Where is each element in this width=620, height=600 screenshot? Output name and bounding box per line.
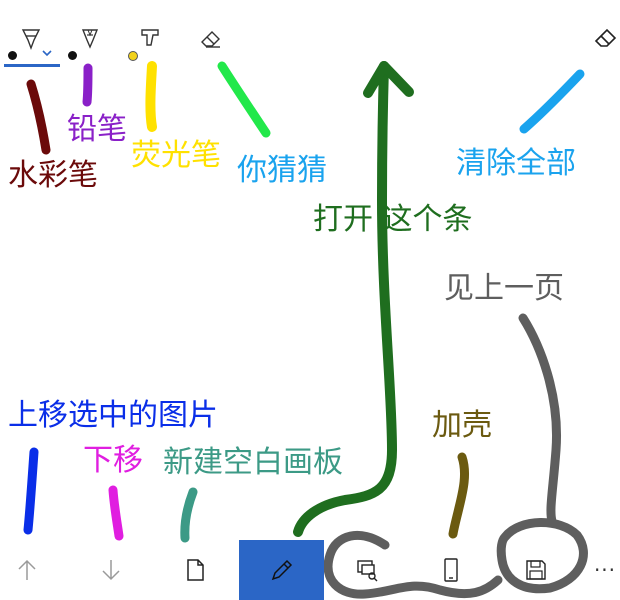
watercolor-pen-tool[interactable] xyxy=(18,26,44,52)
move-down-stroke xyxy=(108,485,124,541)
phone-icon xyxy=(444,558,458,582)
highlighter-label: 荧光笔 xyxy=(131,138,221,173)
open-bar-label: 打开 这个条 xyxy=(313,202,473,237)
move-up-label: 上移选中的图片 xyxy=(8,398,218,433)
more-icon: ··· xyxy=(593,558,617,582)
pencil-label: 铅笔 xyxy=(67,112,127,147)
clear-all-button[interactable] xyxy=(592,24,620,52)
pen-button[interactable] xyxy=(239,540,324,600)
pencil-stroke xyxy=(82,63,93,107)
previous-page-label: 见上一页 xyxy=(444,271,564,306)
new-board-button[interactable] xyxy=(168,540,222,600)
clear-all-stroke xyxy=(519,69,585,134)
chevron-down-icon[interactable] xyxy=(41,48,53,58)
watercolor-label: 水彩笔 xyxy=(8,158,98,193)
highlighter-color-dot xyxy=(128,51,138,61)
highlighter-stroke xyxy=(145,61,157,132)
more-button[interactable]: ··· xyxy=(590,540,620,600)
add-shell-stroke xyxy=(448,452,469,539)
clear-all-label: 清除全部 xyxy=(456,146,576,181)
eraser-label: 你猜猜 xyxy=(237,153,327,188)
move-up-stroke xyxy=(23,447,39,535)
pencil-color-dot xyxy=(68,51,77,60)
selected-tool-indicator xyxy=(4,64,60,67)
pen-icon xyxy=(271,559,292,581)
arrow-down-icon xyxy=(102,560,120,581)
new-page-icon xyxy=(187,559,204,581)
eraser-icon xyxy=(594,28,617,47)
previous-page-stroke xyxy=(518,313,562,526)
image-search-button[interactable] xyxy=(340,540,394,600)
add-shell-button[interactable] xyxy=(424,540,478,600)
save-button[interactable] xyxy=(509,540,563,600)
move-up-button[interactable] xyxy=(0,540,54,600)
pencil-icon xyxy=(81,29,99,49)
new-board-label: 新建空白画板 xyxy=(163,445,343,480)
eraser-stroke xyxy=(217,61,271,138)
watercolor-pen-icon xyxy=(21,29,41,50)
add-shell-label: 加壳 xyxy=(432,408,492,443)
watercolor-stroke xyxy=(26,79,51,155)
move-down-label: 下移 xyxy=(83,443,143,478)
open-bar-arrowhead xyxy=(363,61,414,98)
highlighter-icon xyxy=(141,29,159,46)
new-board-stroke xyxy=(180,487,198,543)
highlighter-tool[interactable] xyxy=(137,26,163,52)
eraser-tool[interactable] xyxy=(198,26,224,52)
arrow-up-icon xyxy=(18,559,36,580)
watercolor-color-dot xyxy=(8,51,17,60)
eraser-icon xyxy=(201,31,220,48)
search-image-icon xyxy=(357,560,378,582)
save-icon xyxy=(526,560,546,580)
move-down-button[interactable] xyxy=(84,540,138,600)
pencil-tool[interactable] xyxy=(77,26,103,52)
